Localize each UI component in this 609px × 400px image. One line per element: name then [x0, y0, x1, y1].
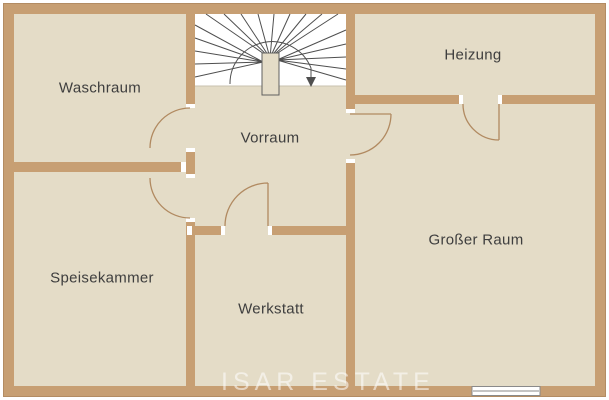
stair-treads: [194, 13, 347, 81]
wall-stairs-left: [186, 14, 195, 104]
door-jamb: [186, 148, 195, 152]
window: [471, 386, 541, 396]
wall-werkstatt-top-right: [272, 226, 346, 235]
stair-newel: [261, 52, 280, 96]
wall-waschraum-bottom: [14, 162, 186, 172]
door-jamb: [346, 109, 355, 113]
room-label-heizung: Heizung: [444, 46, 502, 64]
door-jamb: [498, 95, 502, 104]
door-jamb: [181, 162, 186, 172]
wall-grosser-raum-left: [346, 163, 355, 386]
wall-werkstatt-top-left: [186, 226, 221, 235]
room-label-grosser-raum: Großer Raum: [428, 231, 524, 249]
wall-heizung-bottom-right: [502, 95, 595, 104]
door-jamb: [186, 104, 195, 108]
wall-vorraum-right-top: [346, 14, 355, 109]
wall-heizung-bottom-left: [355, 95, 459, 104]
watermark: ISAR ESTATE: [221, 368, 435, 396]
door-jamb: [221, 226, 225, 235]
door-arc-werkstatt: [224, 182, 269, 227]
door-jamb: [459, 95, 463, 104]
door-jamb: [187, 226, 192, 235]
staircase: [194, 13, 347, 96]
door-arc-heizung: [462, 103, 500, 141]
door-arc-speisekammer: [149, 177, 191, 219]
door-jamb: [186, 174, 195, 178]
wall-speisekammer-right: [186, 222, 195, 386]
door-jamb: [186, 218, 195, 222]
stair-walk-line: [229, 41, 312, 85]
door-jamb: [268, 226, 272, 235]
room-label-werkstatt: Werkstatt: [238, 300, 304, 318]
room-label-waschraum: Waschraum: [58, 79, 142, 97]
stairs-down-arrow-icon: [306, 77, 316, 87]
room-label-vorraum: Vorraum: [240, 129, 300, 147]
door-arc-waschraum: [149, 107, 191, 149]
door-arc-grosser-raum: [349, 113, 392, 156]
room-label-speisekammer: Speisekammer: [50, 269, 154, 287]
wall-vorraum-left-stub: [186, 152, 195, 174]
door-jamb: [346, 159, 355, 163]
